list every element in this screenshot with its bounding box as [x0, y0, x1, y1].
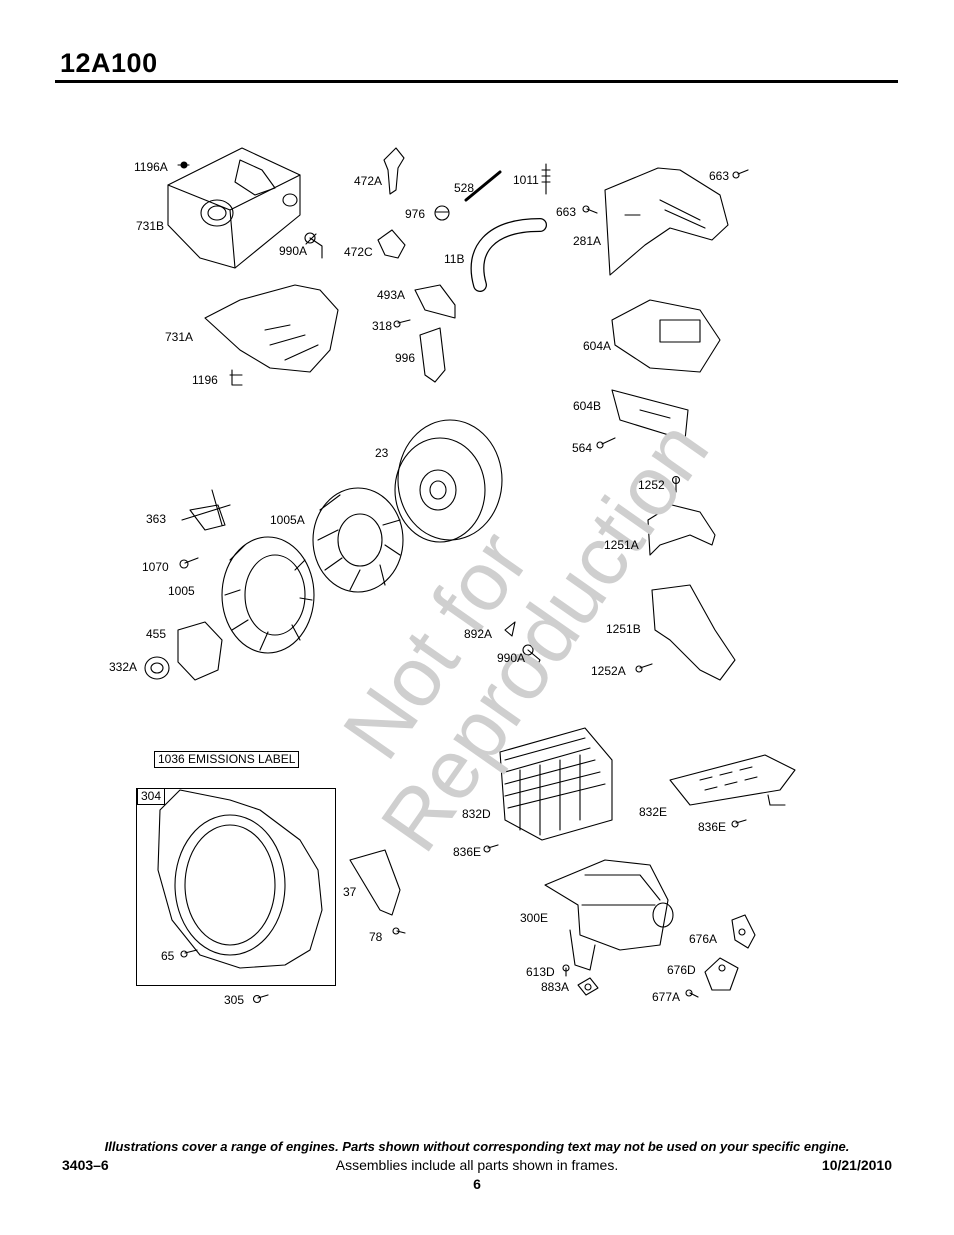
callout-37: 37 [343, 885, 357, 899]
callout-363: 363 [146, 512, 167, 526]
callout-990A-top: 990A [279, 244, 308, 258]
callout-305: 305 [224, 993, 245, 1007]
callout-1036-emissions-label: 1036 EMISSIONS LABEL [154, 751, 300, 768]
callout-11B: 11B [444, 252, 465, 266]
callout-604A: 604A [583, 339, 612, 353]
callout-455: 455 [146, 627, 167, 641]
callout-1196: 1196 [192, 373, 218, 387]
callout-318: 318 [372, 319, 393, 333]
callout-1252: 1252 [638, 478, 665, 492]
callout-1251B: 1251B [606, 622, 641, 636]
callout-528: 528 [454, 181, 475, 195]
callout-731A: 731A [165, 330, 194, 344]
callout-731B: 731B [136, 219, 165, 233]
callout-604B: 604B [573, 399, 602, 413]
callout-493A: 493A [377, 288, 406, 302]
callout-472C: 472C [344, 245, 373, 259]
callout-1005A: 1005A [270, 513, 305, 527]
footer-doc-number: 3403–6 [62, 1157, 109, 1173]
callout-663-top: 663 [709, 169, 730, 183]
blower-housing-1005 [221, 536, 315, 654]
assembly-frame-304 [136, 788, 336, 986]
footer-disclaimer: Illustrations cover a range of engines. … [104, 1139, 850, 1154]
callout-281A: 281A [573, 234, 602, 248]
callout-836E: 836E [453, 845, 482, 859]
callout-1252A: 1252A [591, 664, 626, 678]
callout-564: 564 [572, 441, 593, 455]
callout-78: 78 [369, 930, 383, 944]
callout-1005: 1005 [168, 584, 195, 598]
callout-990A: 990A [497, 651, 526, 665]
callout-304: 304 [137, 788, 166, 805]
callout-663: 663 [556, 205, 577, 219]
fuel-tank-731b [167, 147, 301, 269]
callout-1070: 1070 [142, 560, 169, 574]
callout-976: 976 [405, 207, 426, 221]
callout-1251A: 1251A [604, 538, 639, 552]
muffler-guard-832d [499, 727, 613, 841]
footer-assemblies-note: Assemblies include all parts shown in fr… [335, 1157, 619, 1173]
callout-472A: 472A [354, 174, 383, 188]
callout-832D: 832D [462, 807, 491, 821]
page-number: 6 [473, 1176, 481, 1192]
page-title: 12A100 [60, 48, 158, 78]
blower-housing-304 [157, 789, 323, 969]
callout-676D: 676D [667, 963, 696, 977]
callout-1011: 1011 [513, 173, 539, 187]
callout-676A: 676A [689, 932, 718, 946]
callout-332A: 332A [109, 660, 138, 674]
callout-23: 23 [375, 446, 389, 460]
callout-836E-right: 836E [698, 820, 727, 834]
callout-300E: 300E [520, 911, 549, 925]
muffler-300e [544, 859, 674, 971]
callout-1196A: 1196A [134, 160, 168, 174]
callout-613D: 613D [526, 965, 555, 979]
callout-677A: 677A [652, 990, 681, 1004]
callout-832E: 832E [639, 805, 668, 819]
callout-996: 996 [395, 351, 416, 365]
callout-65: 65 [161, 949, 175, 963]
callout-892A: 892A [464, 627, 493, 641]
footer-date: 10/21/2010 [821, 1157, 892, 1173]
title-rule [55, 80, 898, 83]
callout-883A: 883A [541, 980, 570, 994]
flywheel-23 [394, 419, 503, 543]
